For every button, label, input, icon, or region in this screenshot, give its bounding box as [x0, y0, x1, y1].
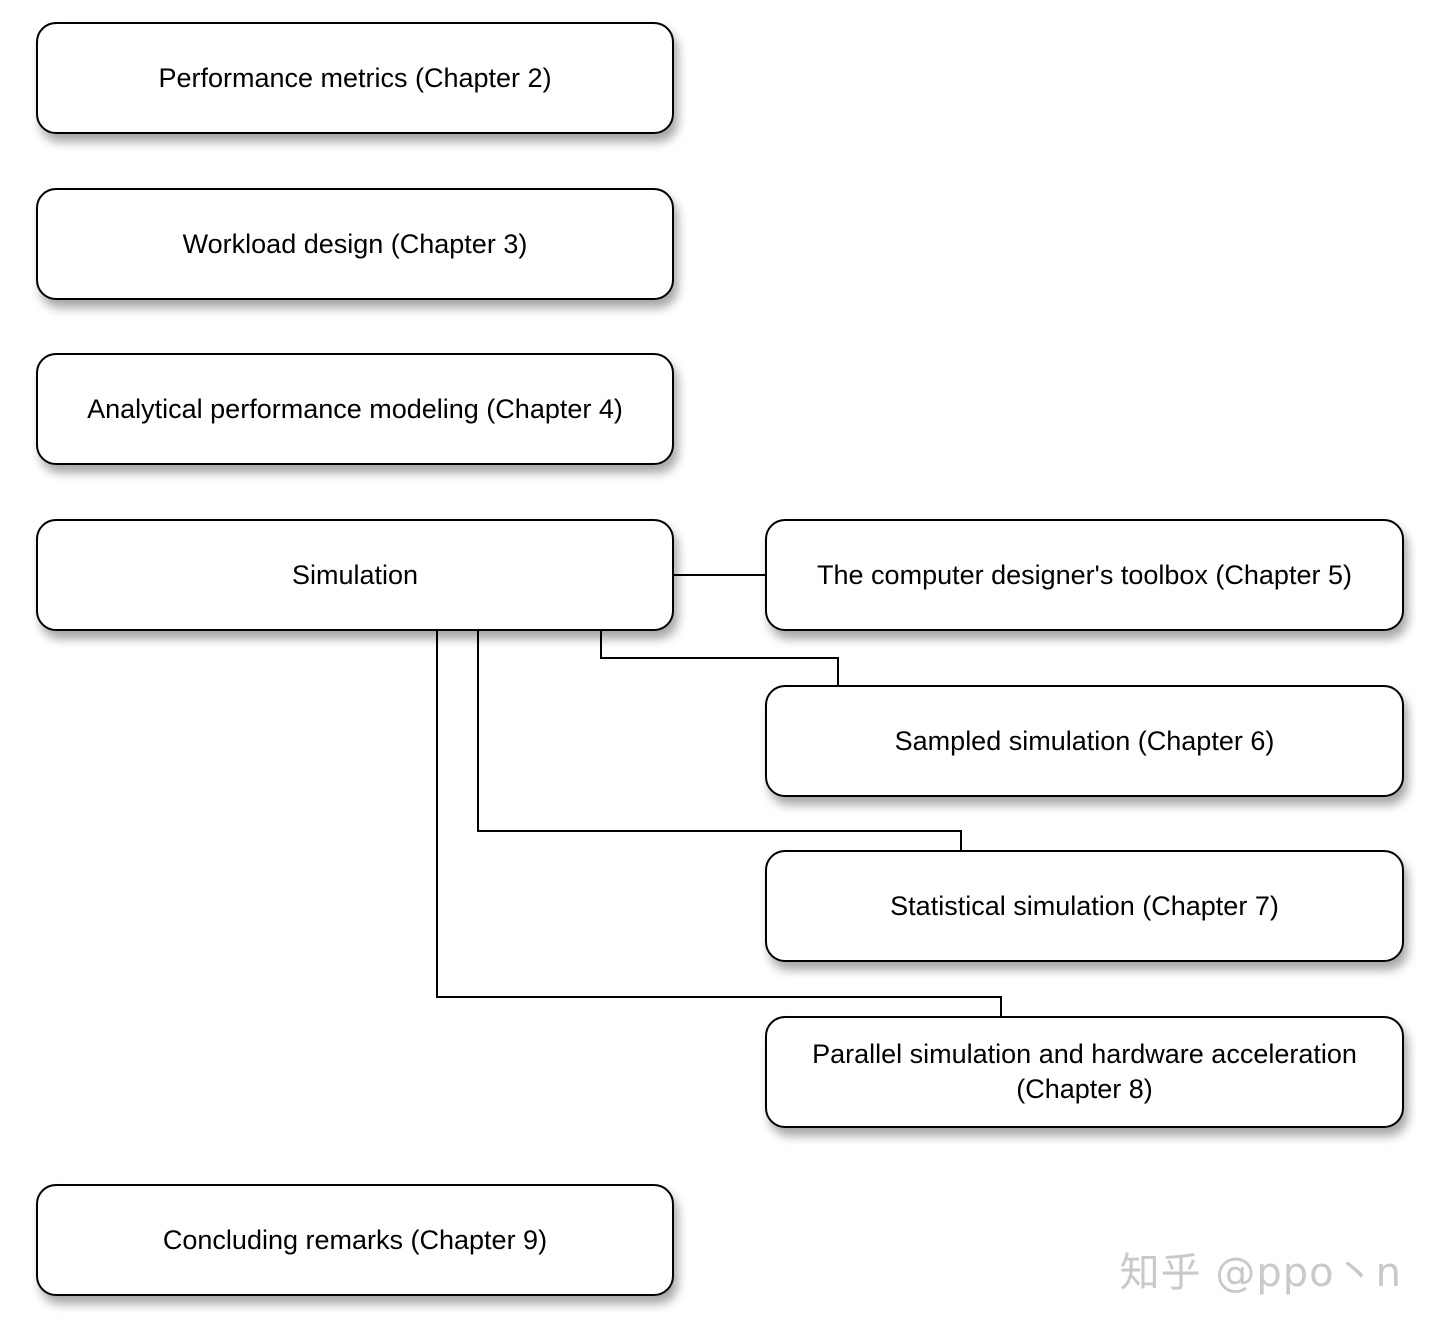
box-performance-metrics: Performance metrics (Chapter 2) — [36, 22, 674, 134]
box-sampled-simulation: Sampled simulation (Chapter 6) — [765, 685, 1404, 797]
box-designers-toolbox: The computer designer's toolbox (Chapter… — [765, 519, 1404, 631]
box-workload-design: Workload design (Chapter 3) — [36, 188, 674, 300]
box-label: Statistical simulation (Chapter 7) — [890, 890, 1279, 921]
box-label: Performance metrics (Chapter 2) — [158, 62, 552, 93]
connector-sim-ch6 — [600, 631, 839, 685]
box-label: Parallel simulation and hardware acceler… — [812, 1039, 1357, 1104]
box-statistical-simulation: Statistical simulation (Chapter 7) — [765, 850, 1404, 962]
box-concluding-remarks: Concluding remarks (Chapter 9) — [36, 1184, 674, 1296]
box-analytical-modeling: Analytical performance modeling (Chapter… — [36, 353, 674, 465]
box-label: Sampled simulation (Chapter 6) — [894, 725, 1275, 756]
box-label: Simulation — [291, 559, 419, 590]
box-label: Workload design (Chapter 3) — [182, 228, 528, 259]
box-label: Analytical performance modeling (Chapter… — [87, 393, 623, 424]
watermark: 知乎 @ppo丶n — [1119, 1250, 1402, 1296]
box-simulation: Simulation — [36, 519, 674, 631]
box-parallel-simulation: Parallel simulation and hardware acceler… — [765, 1016, 1404, 1128]
box-label: Concluding remarks (Chapter 9) — [162, 1224, 548, 1255]
box-label: The computer designer's toolbox (Chapter… — [817, 559, 1352, 590]
